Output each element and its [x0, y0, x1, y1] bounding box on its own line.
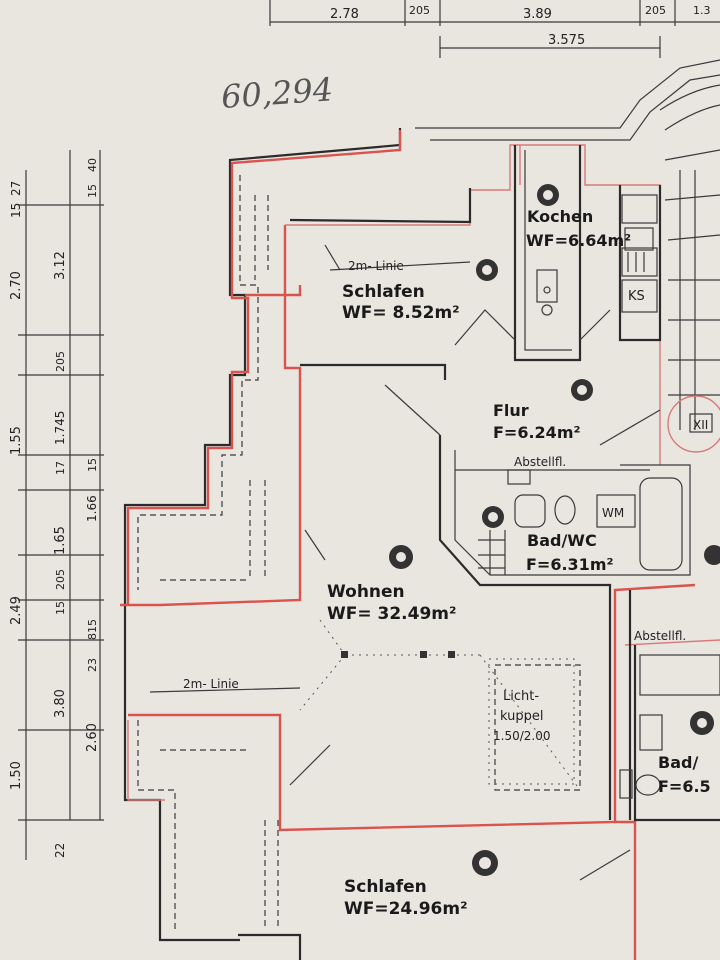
left-inner-dim-9: 23: [86, 658, 99, 672]
red-area-outline: [120, 130, 720, 960]
left-dim-1: 15: [9, 203, 23, 218]
washing-machine-label: WM: [602, 506, 624, 520]
staircase: [659, 84, 720, 430]
room-bad-name: Bad/WC: [527, 531, 597, 550]
room-wohnen-name: Wohnen: [327, 582, 405, 602]
top-dim-4: 205: [645, 4, 666, 17]
left-dim-6: 17: [54, 461, 67, 475]
ceiling-lights: [389, 184, 720, 876]
kitchen-fixtures: [536, 194, 658, 316]
left-inner-dim-5: 15: [86, 458, 99, 472]
left-dim-5: 1.55: [9, 426, 24, 455]
left-dim-7: 1.65: [53, 526, 68, 555]
skylight-size: 1.50/2.00: [493, 729, 550, 743]
left-dim-8: 205: [54, 569, 67, 590]
room-wohnen-area: WF= 32.49m²: [327, 604, 456, 624]
top-dim-2: 205: [409, 4, 430, 17]
top-dimension-chain: 2.78 205 3.89 205 1.3 3.575: [269, 0, 720, 58]
room-kochen-name: Kochen: [527, 207, 593, 226]
left-dim-10: 3.80: [53, 689, 68, 718]
section-marker-label: XII: [693, 418, 708, 432]
left-dim-9: 2.49: [9, 596, 24, 625]
two-meter-line-label-1: 2m- Linie: [348, 259, 404, 273]
left-inner-dim-2: 40: [86, 158, 99, 172]
skylight: Licht- kuppel 1.50/2.00: [299, 619, 581, 791]
left-inner-dim-1: 15: [86, 184, 99, 198]
room-schlafen-small-area: WF= 8.52m²: [342, 303, 460, 323]
left-dim-2: 27: [9, 181, 23, 196]
left-dimension-chain: 15 27 2.70 205 1.55 17 1.65 205 2.49 3.8…: [9, 150, 104, 860]
left-inner-dim-4: 1.745: [53, 411, 67, 445]
storage-label-1: Abstellfl.: [514, 455, 566, 469]
left-dim-3: 2.70: [9, 271, 24, 300]
room-flur-name: Flur: [493, 401, 529, 420]
two-meter-lines: 2m- Linie 2m- Linie: [149, 259, 471, 693]
left-inner-dim-6: 1.66: [85, 495, 99, 522]
handwritten-total-area: 60,294: [220, 70, 334, 116]
room-bad-right-area: F=6.5: [658, 777, 711, 796]
skylight-label-line2: kuppel: [500, 709, 543, 724]
skylight-label-line1: Licht-: [503, 689, 539, 704]
room-schlafen-large-area: WF=24.96m²: [344, 899, 468, 919]
storage-label-2: Abstellfl.: [634, 629, 686, 643]
room-flur-area: F=6.24m²: [493, 423, 581, 442]
room-schlafen-small-name: Schlafen: [342, 282, 425, 302]
top-dim-3: 3.89: [523, 7, 552, 22]
left-dim-4: 205: [54, 351, 67, 372]
top-dim-6: 3.575: [548, 33, 585, 48]
left-inner-dim-10: 2.60: [85, 723, 100, 752]
left-dim-12: 22: [53, 843, 67, 858]
left-inner-dim-7: 15: [54, 601, 67, 615]
interior-walls: [289, 145, 720, 881]
left-dim-11: 1.50: [9, 761, 24, 790]
room-kochen-area: WF=6.64m²: [526, 231, 631, 250]
top-dim-1: 2.78: [330, 7, 359, 22]
left-inner-dim-8: 815: [86, 619, 99, 640]
two-meter-line-label-2: 2m- Linie: [183, 677, 239, 691]
left-inner-dim-3: 3.12: [53, 251, 68, 280]
section-marker-xii: XII: [667, 395, 720, 453]
room-bad-area: F=6.31m²: [526, 555, 614, 574]
room-schlafen-large-name: Schlafen: [344, 877, 427, 897]
room-labels: Kochen WF=6.64m² KS Schlafen WF= 8.52m² …: [327, 207, 711, 919]
top-dim-5: 1.3: [693, 4, 711, 17]
light-right-icon: [704, 545, 720, 565]
fridge-label: KS: [628, 289, 645, 304]
room-bad-right-name: Bad/: [658, 753, 698, 772]
